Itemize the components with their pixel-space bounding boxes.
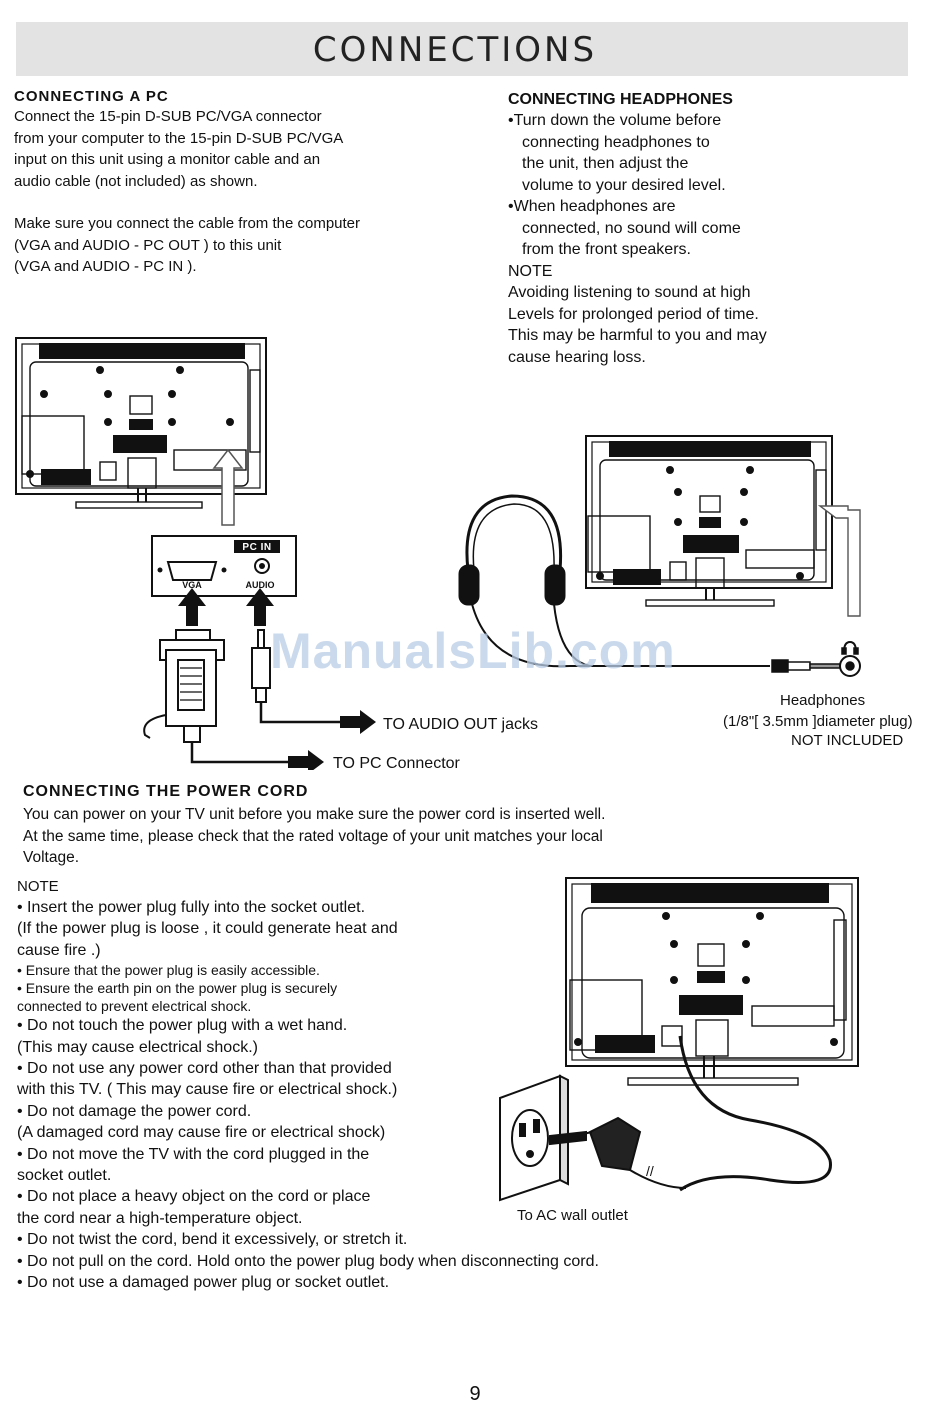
watermark: ManualsLib.com <box>270 623 676 679</box>
power-plug-icon <box>549 1116 687 1189</box>
outlet-label: To AC wall outlet <box>517 1207 628 1224</box>
text-line: audio cable (not included) as shown. <box>14 172 258 190</box>
list-item: (This may cause electrical shock.) <box>17 1038 258 1056</box>
power-cord <box>678 1035 832 1192</box>
text-line: Connect the 15-pin D-SUB PC/VGA connecto… <box>14 108 322 125</box>
pc-connector-label: TO PC Connector <box>333 755 460 772</box>
pc-heading: CONNECTING A PC <box>14 88 169 105</box>
power-cord-diagram: // <box>499 877 859 1202</box>
list-item: • Do not place a heavy object on the cor… <box>17 1188 371 1206</box>
text-line: volume to your desired level. <box>522 176 726 194</box>
text-line: Levels for prolonged period of time. <box>508 305 759 323</box>
text-line: from your computer to the 15-pin D-SUB P… <box>14 129 344 147</box>
text-line: input on this unit using a monitor cable… <box>14 151 321 168</box>
text-line: At the same time, please check that the … <box>23 827 603 845</box>
list-item: (A damaged cord may cause fire or electr… <box>17 1124 386 1142</box>
arrow-right-icon <box>340 710 376 734</box>
vga-port-label: VGA <box>182 580 202 590</box>
text-line: •When headphones are <box>508 198 676 215</box>
arrow-up-icon <box>246 588 274 626</box>
text-line: Avoiding listening to sound at high <box>508 284 751 301</box>
text-line: cause hearing loss. <box>508 348 646 366</box>
power-note-label: NOTE <box>17 878 59 895</box>
power-heading: CONNECTING THE POWER CORD <box>23 783 309 800</box>
audio-out-label: TO AUDIO OUT jacks <box>383 716 538 733</box>
audio-plug-icon <box>251 629 271 703</box>
vga-plug-icon <box>143 629 225 743</box>
text-line: (VGA and AUDIO - PC IN ). <box>14 258 197 275</box>
tv-rear-illustration <box>15 337 267 509</box>
headphones-icon <box>458 494 770 668</box>
text-line: from the front speakers. <box>522 241 691 258</box>
text-line: (VGA and AUDIO - PC OUT ) to this unit <box>14 236 282 254</box>
list-item: cause fire .) <box>17 941 101 959</box>
text-line: connecting headphones to <box>522 133 710 151</box>
arrow-up-icon <box>212 448 244 526</box>
list-item: socket outlet. <box>17 1167 112 1185</box>
list-item: connected to prevent electrical shock. <box>17 998 252 1015</box>
headphones-caption-title: Headphones <box>780 692 866 709</box>
note-label: NOTE <box>508 262 553 280</box>
header-banner <box>16 22 908 76</box>
pc-connection-diagram <box>15 337 376 770</box>
arrow-up-icon <box>178 588 206 626</box>
text-line: •Turn down the volume before <box>508 112 722 129</box>
headphones-caption-note: NOT INCLUDED <box>791 732 904 749</box>
text-line: Make sure you connect the cable from the… <box>14 215 361 232</box>
headphones-instructions: •Turn down the volume before connecting … <box>508 110 767 368</box>
power-notes-list: • Insert the power plug fully into the s… <box>17 897 599 1294</box>
headphones-heading: CONNECTING HEADPHONES <box>508 91 733 108</box>
arrow-icon <box>817 505 861 617</box>
list-item: • Insert the power plug fully into the s… <box>17 899 366 916</box>
tv-rear-illustration <box>585 435 833 607</box>
wall-outlet-icon <box>499 1074 569 1202</box>
vga-cable <box>190 742 290 764</box>
text-line: You can power on your TV unit before you… <box>23 806 606 823</box>
page-number: 9 <box>469 1383 481 1405</box>
text-line: connected, no sound will come <box>522 219 741 237</box>
audio-cable <box>259 702 340 724</box>
text-line: Voltage. <box>23 849 80 866</box>
list-item: • Ensure the earth pin on the power plug… <box>17 980 338 997</box>
list-item: • Do not use any power cord other than t… <box>17 1060 392 1078</box>
list-item: • Do not use a damaged power plug or soc… <box>17 1274 390 1292</box>
headphone-plug-icon <box>771 640 861 677</box>
headphones-connection-diagram <box>458 435 861 677</box>
pc-paragraph-2: Make sure you connect the cable from the… <box>14 213 360 278</box>
audio-port-label: AUDIO <box>245 580 275 590</box>
pc-in-badge: PC IN <box>242 542 272 553</box>
text-line: the unit, then adjust the <box>522 155 689 172</box>
list-item: • Do not pull on the cord. Hold onto the… <box>17 1252 599 1270</box>
page-title: CONNECTIONS <box>312 30 598 70</box>
list-item: (If the power plug is loose , it could g… <box>17 920 398 938</box>
spark-icon: // <box>646 1163 654 1179</box>
list-item: • Do not touch the power plug with a wet… <box>17 1017 348 1035</box>
list-item: the cord near a high-temperature object. <box>17 1209 303 1227</box>
pc-in-panel <box>151 535 297 597</box>
headphones-caption-size: (1/8"[ 3.5mm ]diameter plug) <box>723 713 913 730</box>
list-item: • Do not move the TV with the cord plugg… <box>17 1145 370 1163</box>
list-item: • Do not damage the power cord. <box>17 1102 252 1120</box>
list-item: with this TV. ( This may cause fire or e… <box>17 1081 398 1099</box>
tv-rear-illustration <box>565 877 859 1086</box>
list-item: • Ensure that the power plug is easily a… <box>17 962 320 979</box>
power-intro: You can power on your TV unit before you… <box>23 804 605 869</box>
pc-paragraph-1: Connect the 15-pin D-SUB PC/VGA connecto… <box>14 106 343 192</box>
list-item: • Do not twist the cord, bend it excessi… <box>17 1231 408 1249</box>
text-line: This may be harmful to you and may <box>508 327 767 344</box>
arrow-right-icon <box>288 750 324 770</box>
